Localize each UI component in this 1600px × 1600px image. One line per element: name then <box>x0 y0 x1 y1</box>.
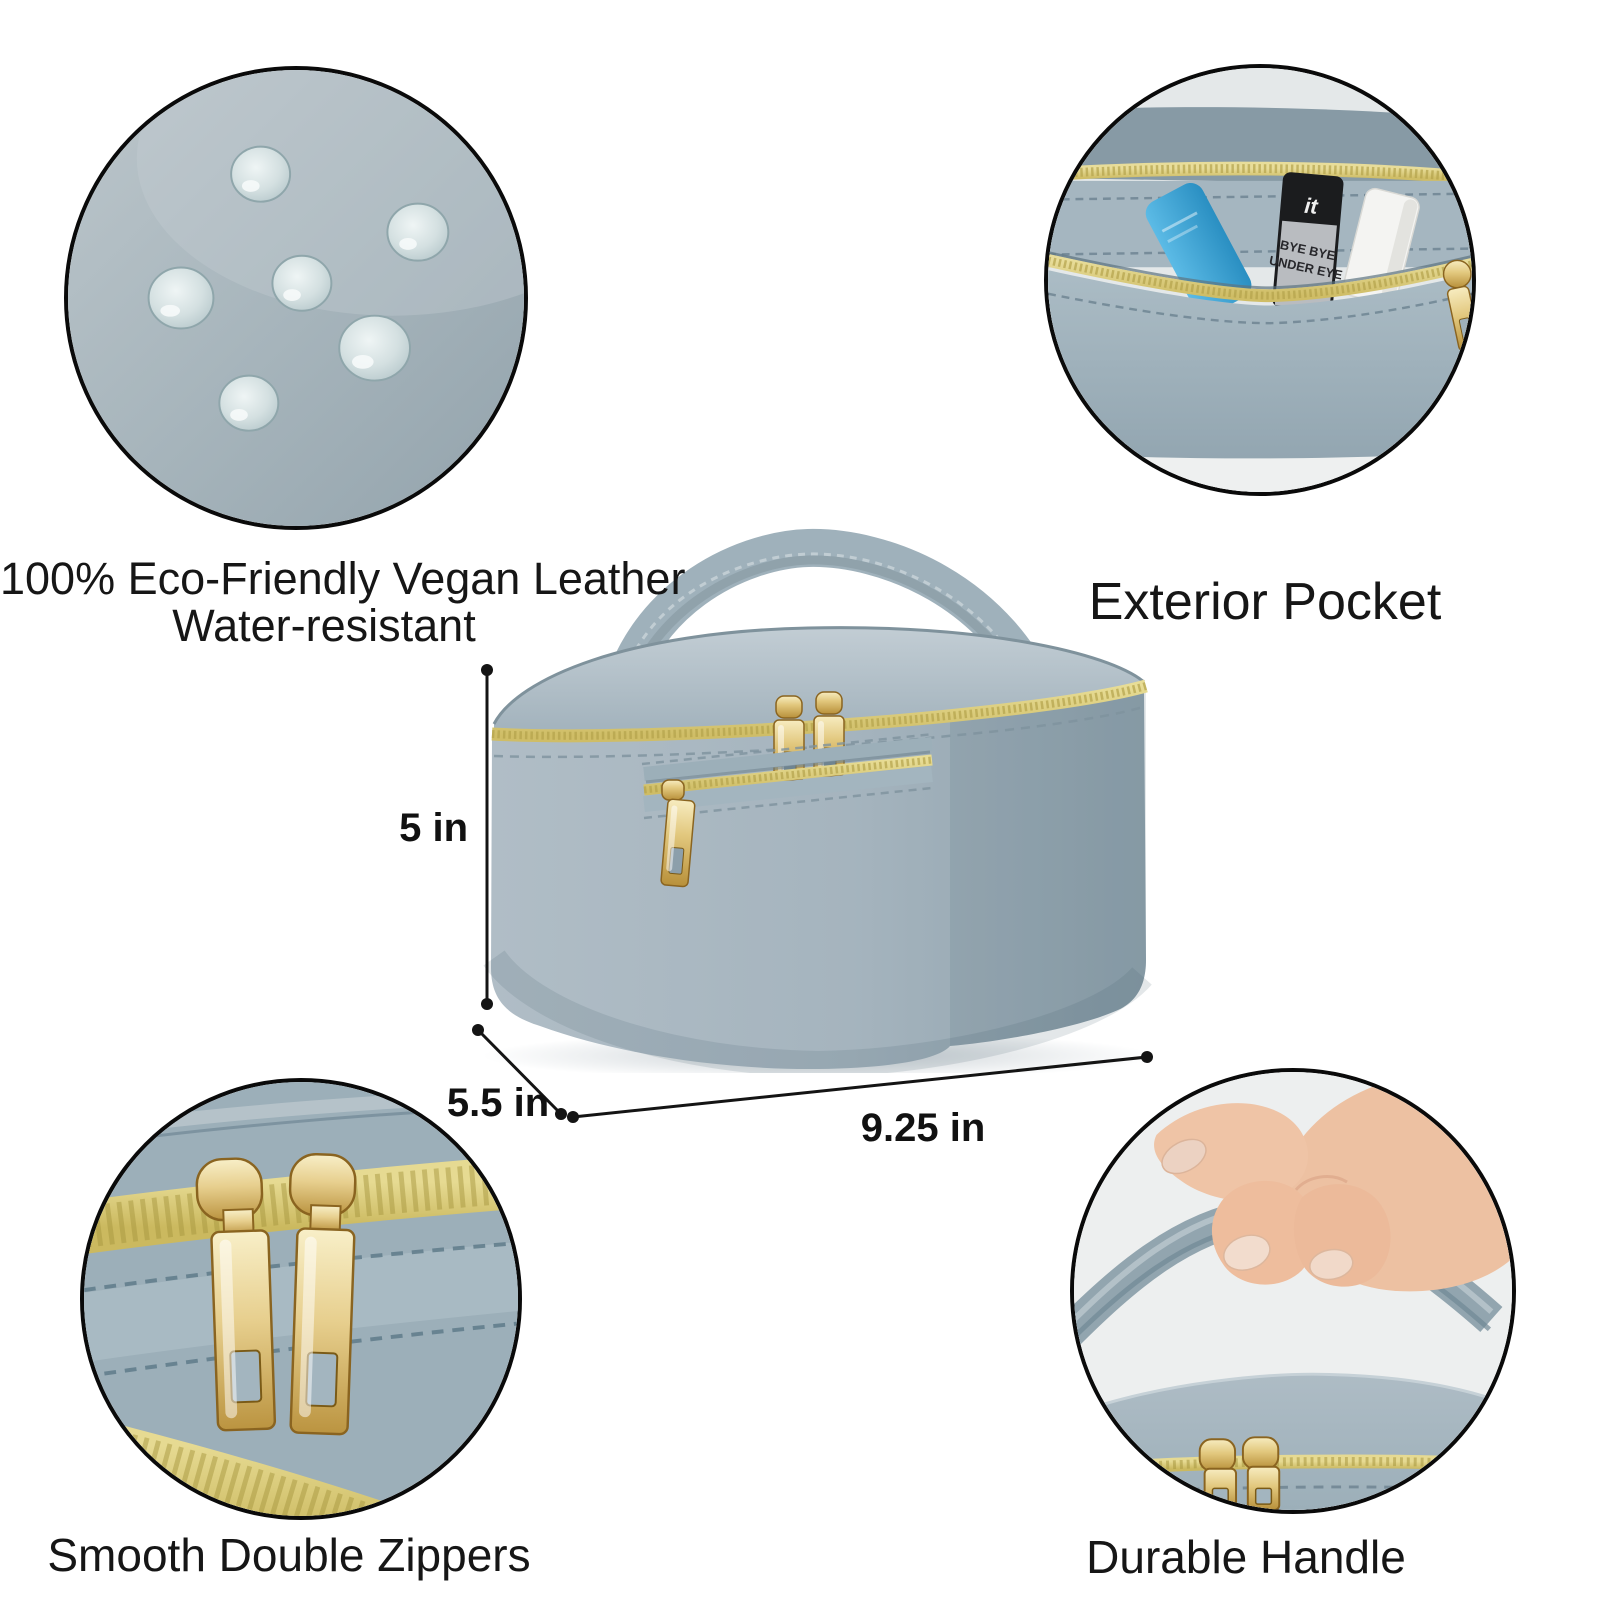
thumbnail <box>1161 1138 1207 1175</box>
tube-brand-text: it <box>1303 193 1319 219</box>
water-droplet <box>271 254 333 312</box>
caption-eco-leather-line2: Water-resistant <box>172 599 476 651</box>
width-dimension-label: 9.25 in <box>860 1106 986 1150</box>
caption-exterior-pocket: Exterior Pocket <box>1088 573 1442 631</box>
fingernail <box>1309 1248 1354 1281</box>
pocket-slot <box>1048 251 1472 290</box>
water-droplet <box>147 266 215 330</box>
water-droplet <box>218 374 280 432</box>
durable-handle-photo <box>1074 1072 1512 1510</box>
stitching <box>1048 192 1472 201</box>
caption-durable-handle: Durable Handle <box>1086 1531 1406 1583</box>
pocket-zipper-pull-icon <box>660 779 696 888</box>
zipper-pull-icon <box>288 1153 357 1436</box>
feature-photo-exterior-pocket: it BYE BYE UNDER EYE <box>1044 64 1476 496</box>
caption-double-zippers: Smooth Double Zippers <box>47 1529 531 1581</box>
water-droplet <box>386 202 450 262</box>
zipper-teeth <box>88 1425 409 1516</box>
bag-side-face <box>950 688 1146 1046</box>
zipper-teeth <box>84 1161 518 1248</box>
caption-eco-leather-line1: 100% Eco-Friendly Vegan Leather <box>0 553 686 604</box>
double-zippers-photo <box>84 1082 518 1516</box>
feature-photo-water-resistant <box>64 66 528 530</box>
stitching <box>1048 292 1472 325</box>
front-pocket <box>641 732 935 820</box>
water-droplet <box>230 145 292 203</box>
knuckle-crease <box>1294 1175 1348 1191</box>
stitching <box>1048 247 1472 256</box>
zipper-pull-icon <box>1241 1436 1281 1510</box>
stitching <box>641 732 935 766</box>
water-droplets-photo <box>68 70 524 526</box>
fingernail <box>1223 1234 1271 1271</box>
top-zipper <box>1048 161 1472 185</box>
zipper-pull-icon <box>1198 1438 1238 1510</box>
product-photo-cosmetic-bag <box>478 528 1158 1080</box>
bag-top <box>1074 1374 1512 1510</box>
water-droplet <box>338 314 411 382</box>
black-cosmetic-tube: it BYE BYE UNDER EYE <box>1268 172 1344 312</box>
pocket-front <box>1048 270 1472 459</box>
main-zipper <box>491 679 1148 743</box>
bag-top-highlight <box>1074 1372 1512 1416</box>
feature-photo-durable-handle <box>1070 1068 1516 1514</box>
zipper <box>1097 1454 1507 1476</box>
blue-cosmetic-tube <box>1145 182 1252 316</box>
pocket-zipper <box>1048 254 1472 303</box>
depth-dimension-label: 5.5 in <box>446 1081 550 1125</box>
height-dimension-label: 5 in <box>399 806 468 850</box>
cosmetic-bag-illustration <box>483 528 1153 1080</box>
zipper-pull-icon <box>195 1157 277 1432</box>
exterior-pocket-photo: it BYE BYE UNDER EYE <box>1048 68 1472 492</box>
caption-eco-leather: 100% Eco-Friendly Vegan Leather Water-re… <box>0 553 686 651</box>
thumb <box>1154 1103 1309 1202</box>
zipper-teeth <box>643 756 933 794</box>
feature-photo-double-zippers <box>80 1078 522 1520</box>
lid-rim <box>492 626 1145 725</box>
